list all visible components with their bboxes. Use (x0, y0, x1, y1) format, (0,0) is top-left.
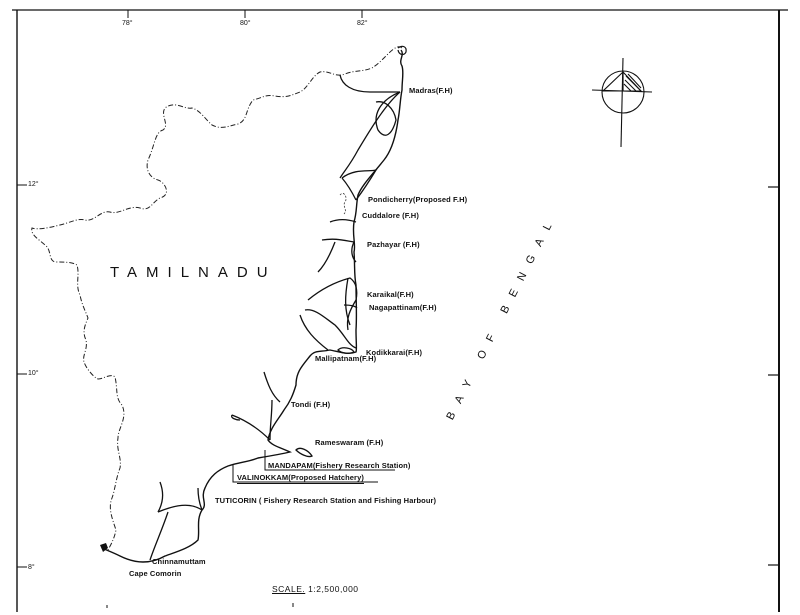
place-label-chinnamuttam: Chinnamuttam (152, 557, 206, 566)
scale-prefix: SCALE. (272, 584, 306, 594)
map-frame (12, 9, 788, 612)
place-label-pazhayar: Pazhayar (F.H) (367, 240, 420, 249)
place-label-cape-comorin: Cape Comorin (129, 569, 182, 578)
state-label: TAMILNADU (110, 264, 277, 281)
place-label-mallipatnam: Mallipatnam(F.H) (315, 354, 377, 363)
scale-value: 1:2,500,000 (308, 584, 359, 594)
longitude-label-78: 78° (122, 20, 133, 27)
state-boundary (31, 46, 403, 551)
place-label-valinokkam: VALINOKKAM(Proposed Hatchery) (237, 473, 364, 484)
place-label-cuddalore: Cuddalore (F.H) (362, 211, 419, 220)
place-label-tuticorin: TUTICORIN ( Fishery Research Station and… (215, 496, 437, 505)
place-label-mandapam: MANDAPAM(Fishery Research Station) (268, 461, 411, 470)
place-label-pondicherry: Pondicherry(Proposed F.H) (368, 195, 468, 204)
map-scale: SCALE. 1:2,500,000 (272, 584, 359, 594)
place-label-tondi: Tondi (F.H) (291, 400, 331, 409)
place-label-rameswaram: Rameswaram (F.H) (315, 438, 384, 447)
rivers (149, 74, 401, 561)
latitude-label-12: 12° (28, 181, 39, 188)
longitude-label-80: 80° (240, 20, 251, 27)
place-label-kodikkarai: Kodikkarai(F.H) (366, 348, 423, 357)
place-label-karaikal: Karaikal(F.H) (367, 290, 414, 299)
longitude-label-82: 82° (357, 20, 368, 27)
coastline (101, 49, 404, 563)
place-label-madras: Madras(F.H) (409, 86, 453, 95)
place-label-nagapattinam: Nagapattinam(F.H) (369, 303, 437, 312)
north-arrow-icon (591, 57, 653, 148)
latitude-label-8: 8° (28, 564, 35, 571)
latitude-label-10: 10° (28, 370, 39, 377)
